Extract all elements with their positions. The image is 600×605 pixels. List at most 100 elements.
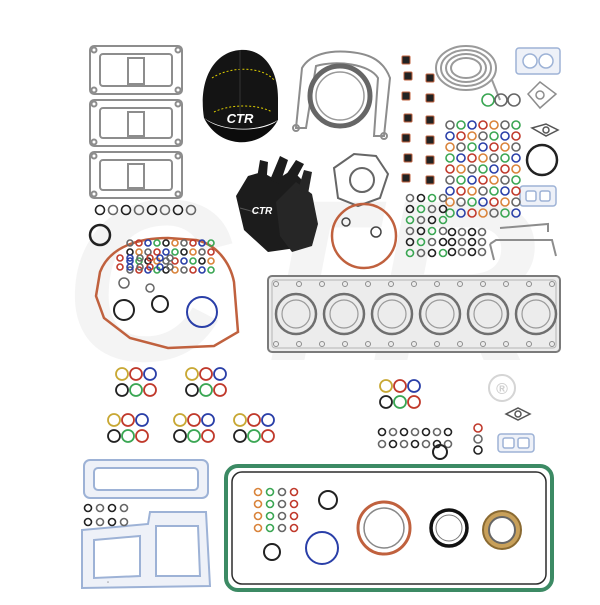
intake-manifold-gasket-top [84,460,208,498]
o-ring [479,143,487,151]
o-ring [512,143,520,151]
exhaust-gasket-top [516,48,560,74]
o-ring-small [423,441,430,448]
dual-port-gasket [520,186,556,206]
o-ring-small [291,489,298,496]
o-ring-small [279,525,286,532]
front-crank-seal [358,502,410,554]
o-ring-small [434,429,441,436]
o-ring-small [379,429,386,436]
o-ring [490,132,498,140]
o-ring [512,121,520,129]
o-ring-small [291,513,298,520]
coiled-seal [436,46,500,100]
o-ring-small [267,513,274,520]
o-ring-small [401,429,408,436]
seal-ring-bronze [483,511,521,549]
o-ring-small [412,429,419,436]
small-flange-gasket [532,124,558,136]
seal-ring-black [431,510,467,546]
o-ring-small [97,505,104,512]
o-ring-small [109,519,116,526]
o-ring [501,143,509,151]
o-ring [202,414,214,426]
o-ring [474,446,482,454]
o-ring [188,430,200,442]
o-ring-small [279,513,286,520]
o-ring [108,414,120,426]
oil-pan-blue-ring [306,532,338,564]
o-ring [490,143,498,151]
o-ring [479,121,487,129]
o-ring-small [255,525,262,532]
valve-cover-gasket-2 [90,100,182,146]
o-ring [174,430,186,442]
o-ring-small [267,501,274,508]
o-ring [501,121,509,129]
o-ring [512,132,520,140]
o-ring-small [390,429,397,436]
o-ring [468,132,476,140]
o-ring-small [401,441,408,448]
o-ring [136,430,148,442]
o-ring-small [121,505,128,512]
o-ring-small [85,505,92,512]
o-ring [446,121,454,129]
o-ring [174,414,186,426]
oil-pan-small-ring [264,544,280,560]
o-ring [248,430,260,442]
intake-manifold-gasket-bottom [82,512,210,588]
o-ring [262,430,274,442]
glove-logo: CTR [252,206,273,217]
o-ring-small [379,441,386,448]
o-ring [482,94,494,106]
o-ring [457,121,465,129]
o-ring-small [97,519,104,526]
o-ring [122,430,134,442]
o-ring-small [412,441,419,448]
o-ring [457,132,465,140]
o-ring [248,414,260,426]
cap-logo: CTR [227,111,254,126]
o-ring-small [267,525,274,532]
o-ring-small [121,519,128,526]
o-ring [508,94,520,106]
rear-crank-seal [310,66,370,126]
registered-mark: ® [496,381,508,398]
o-ring-small [423,429,430,436]
o-ring-small [255,501,262,508]
o-ring [202,430,214,442]
o-ring [501,132,509,140]
o-ring-small [109,505,116,512]
o-ring-small [279,489,286,496]
o-ring-small [291,501,298,508]
o-ring [446,143,454,151]
o-ring-small [267,489,274,496]
o-ring [468,121,476,129]
o-ring [234,414,246,426]
o-ring-small [255,513,262,520]
o-ring-small [445,429,452,436]
o-ring [446,132,454,140]
oil-pan-o-ring [319,491,337,509]
o-ring-small [85,519,92,526]
valve-cover-gasket-1 [90,46,182,94]
cap-icon: CTR [203,50,278,142]
o-ring [474,424,482,432]
o-ring [433,445,447,459]
o-ring [262,414,274,426]
head-gasket [268,276,560,352]
o-ring [468,143,476,151]
o-ring [188,414,200,426]
o-ring [108,430,120,442]
o-ring [234,430,246,442]
diamond-gasket [528,82,556,108]
o-ring [474,435,482,443]
o-ring [122,414,134,426]
o-ring-small [255,489,262,496]
mid-dual-port-gasket [498,434,534,452]
o-ring [457,143,465,151]
o-ring-small [291,525,298,532]
o-ring [479,132,487,140]
